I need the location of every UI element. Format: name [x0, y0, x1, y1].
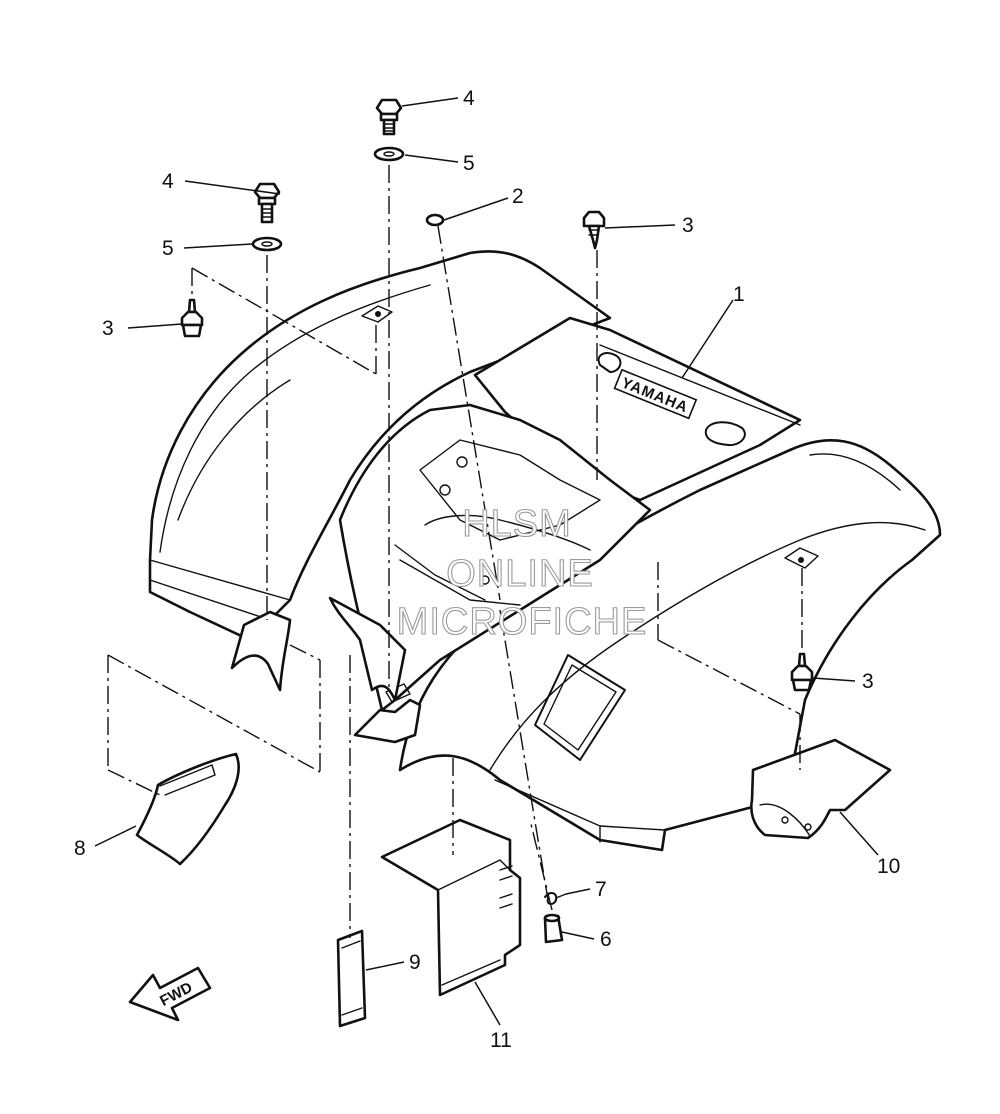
callout-1: 1	[733, 283, 745, 306]
guard-11	[380, 818, 522, 997]
callout-2: 2	[512, 185, 524, 208]
guard-10	[750, 738, 892, 840]
guard-8	[135, 752, 240, 866]
watermark-line-3: MICROFICHE	[397, 601, 648, 643]
left-fender-wing	[148, 250, 612, 642]
nut-6	[543, 913, 564, 944]
callout-5-left: 5	[162, 237, 174, 260]
washer-5-top	[373, 146, 405, 162]
assembly-lines	[107, 165, 803, 938]
callout-5-top: 5	[463, 152, 475, 175]
screw-3-right	[790, 652, 814, 692]
rear-fender: YAMAHA	[148, 250, 942, 852]
callout-10: 10	[877, 855, 900, 878]
watermark-line-2: ONLINE	[446, 553, 593, 595]
watermark-line-1: HLSM	[462, 503, 572, 545]
screw-3-top-right	[582, 210, 606, 250]
center-tub	[338, 403, 652, 712]
callout-numbers: 4 5 4 5 3 2 3 1 3 10 7 6 8 9 11	[74, 87, 900, 1052]
bolt-4-left	[253, 182, 281, 224]
watermark: HLSM ONLINE MICROFICHE	[396, 502, 648, 643]
callout-4-top: 4	[463, 87, 475, 110]
clip-7	[544, 892, 567, 905]
left-front-flap	[230, 610, 292, 692]
callout-7: 7	[595, 878, 607, 901]
bolt-4-top	[375, 98, 403, 136]
screw-3-left	[180, 298, 204, 338]
leader-lines	[94, 97, 879, 1026]
callout-9: 9	[409, 951, 421, 974]
forward-direction-arrow: FWD	[128, 966, 212, 1022]
plug-2	[425, 213, 445, 227]
callout-4-left: 4	[162, 170, 174, 193]
lower-bracket	[353, 698, 422, 744]
callout-8: 8	[74, 837, 86, 860]
callout-3-left: 3	[102, 317, 114, 340]
washer-5-left	[251, 236, 283, 252]
callout-6: 6	[600, 928, 612, 951]
callout-3-right: 3	[862, 670, 874, 693]
callout-3-top-right: 3	[682, 214, 694, 237]
callout-11: 11	[490, 1029, 512, 1052]
panel-9	[336, 929, 367, 1028]
mid-bracket	[328, 596, 407, 702]
